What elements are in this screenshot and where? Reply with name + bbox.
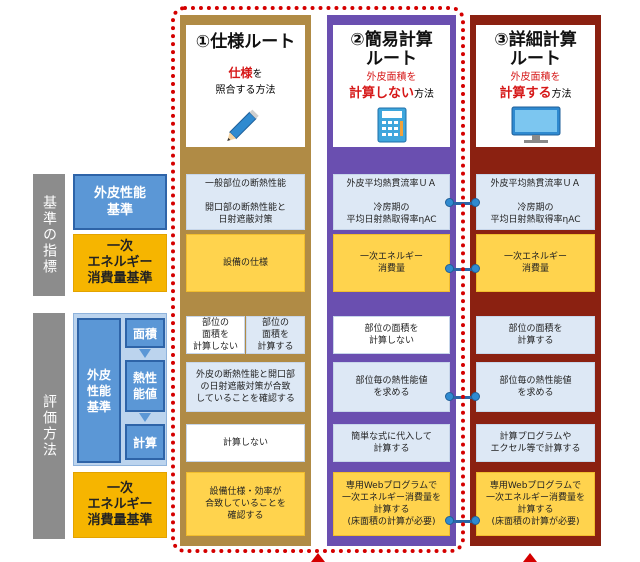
connector-dot (445, 198, 454, 207)
gaihi-kijun-box: 外皮性能 基準 (73, 174, 167, 230)
route2-title: ②簡易計算 ルート (350, 30, 433, 69)
connector-dot (471, 392, 480, 401)
connector-dot (471, 516, 480, 525)
route2-ichiji: 専用Webプログラムで 一次エネルギー消費量を 計算する (床面積の計算が必要) (333, 472, 450, 536)
route2-netsu: 部位毎の熱性能値 を求める (333, 362, 450, 412)
keisan-box: 計算 (125, 424, 165, 460)
connector-dot (445, 264, 454, 273)
route1-area-no: 部位の 面積を 計算しない (186, 316, 245, 354)
route3-header: ③詳細計算 ルート 外皮面積を 計算する方法 (476, 25, 595, 147)
gaihi-seino-kijun-box: 外皮 性能 基準 (77, 318, 121, 463)
connector-dot (471, 264, 480, 273)
route1-keisan: 計算しない (186, 424, 305, 462)
connector-dot (471, 198, 480, 207)
route3-title: ③詳細計算 ルート (494, 30, 577, 69)
route1-title: ①仕様ルート (195, 32, 296, 52)
arrow-down-1 (139, 349, 151, 358)
route1-area-yes: 部位の 面積を 計算する (246, 316, 305, 354)
arrow-up-red-2 (523, 553, 537, 562)
route1-sub: 照合する方法 (215, 85, 276, 96)
route1-emph2: を (252, 69, 263, 80)
route3-sub-post: 方法 (551, 89, 572, 100)
route2-header: ②簡易計算 ルート 外皮面積を 計算しない方法 (333, 25, 450, 147)
route3-netsu: 部位毎の熱性能値 を求める (476, 362, 595, 412)
calculator-icon (377, 107, 407, 143)
route2-gaihi: 外皮平均熱貫流率ＵＡ 冷房期の 平均日射熱取得率ηAC (333, 174, 450, 230)
route2-sub-post: 方法 (414, 89, 434, 100)
side-label-hyoka: 評価方法 (33, 313, 65, 539)
route1-emph: 仕様 (228, 66, 253, 80)
pencil-icon (227, 109, 259, 142)
route3-keisan: 計算プログラムや エクセル等で計算する (476, 424, 595, 462)
route3-area: 部位の面積を 計算する (476, 316, 595, 354)
route1-setsubi: 設備の仕様 (186, 234, 305, 292)
route1-netsu: 外皮の断熱性能と開口部 の日射遮蔽対策が合致 していることを確認する (186, 362, 305, 412)
route2-ichiji-head: 一次エネルギー 消費量 (333, 234, 450, 292)
arrow-up-red-1 (311, 553, 325, 562)
arrow-down-2 (139, 413, 151, 422)
route1-header: ①仕様ルート 仕様を 照合する方法 (186, 25, 305, 147)
side-label-kijun: 基準の指標 (33, 174, 65, 296)
route2-area: 部位の面積を 計算しない (333, 316, 450, 354)
route1-gaihi-spec: 一般部位の断熱性能 開口部の断熱性能と 日射遮蔽対策 (186, 174, 305, 230)
route1-ichiji: 設備仕様・効率が 合致していることを 確認する (186, 472, 305, 536)
ichiji-kijun-box-2: 一次 エネルギー 消費量基準 (73, 472, 167, 538)
route2-sub-pre: 外皮面積を (366, 72, 417, 83)
route3-emph: 計算する (499, 86, 552, 101)
red-dotted-frame (171, 6, 465, 553)
menseki-box: 面積 (125, 318, 165, 348)
connector-dot (445, 516, 454, 525)
route3-gaihi: 外皮平均熱貫流率ＵＡ 冷房期の 平均日射熱取得率ηAC (476, 174, 595, 230)
netsuseino-box: 熱性 能値 (125, 360, 165, 412)
route3-sub-pre: 外皮面積を (510, 72, 561, 83)
ichiji-kijun-box: 一次 エネルギー 消費量基準 (73, 234, 167, 292)
route3-ichiji: 専用Webプログラムで 一次エネルギー消費量を 計算する (床面積の計算が必要) (476, 472, 595, 536)
route2-emph: 計算しない (348, 86, 414, 101)
route2-keisan: 簡単な式に代入して 計算する (333, 424, 450, 462)
connector-dot (445, 392, 454, 401)
computer-monitor-icon (511, 106, 561, 143)
route3-ichiji-head: 一次エネルギー 消費量 (476, 234, 595, 292)
